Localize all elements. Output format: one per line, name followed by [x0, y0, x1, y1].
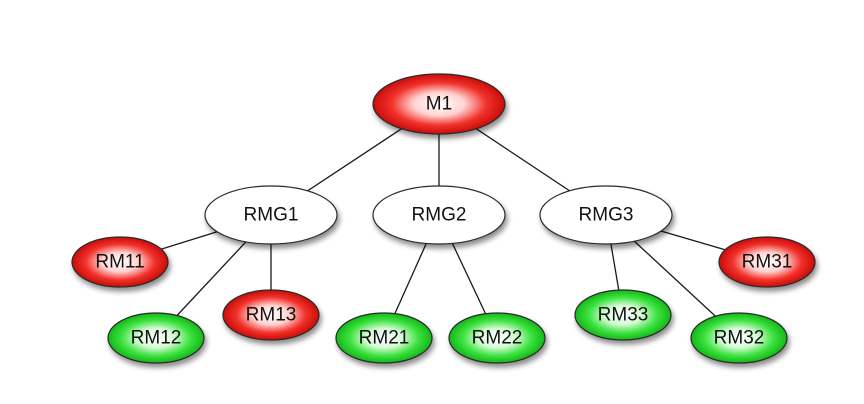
node-rm13: RM13	[222, 289, 320, 341]
node-rm13-label: RM13	[246, 305, 297, 326]
node-rm32: RM32	[690, 312, 788, 364]
node-rm11: RM11	[71, 236, 169, 288]
node-rmg3: RMG3	[539, 185, 673, 245]
node-rm11-label: RM11	[95, 252, 144, 273]
node-rm12: RM12	[107, 312, 205, 364]
node-rmg1-label: RMG1	[244, 205, 299, 226]
node-rm31-ellipse	[718, 236, 816, 288]
node-rm12-label: RM12	[131, 328, 182, 349]
node-rmg1: RMG1	[204, 185, 338, 245]
node-rm11-ellipse	[71, 236, 169, 288]
node-rm21: RM21	[335, 312, 433, 364]
node-m1-ellipse	[372, 73, 506, 135]
node-rm22: RM22	[448, 312, 546, 364]
node-rm32-label: RM32	[714, 328, 765, 349]
node-rmg3-ellipse	[539, 185, 673, 245]
node-rm33-label: RM33	[598, 305, 649, 326]
node-rm12-ellipse	[107, 312, 205, 364]
node-rm22-ellipse	[448, 312, 546, 364]
node-rmg2: RMG2	[372, 185, 506, 245]
node-rmg1-ellipse	[204, 185, 338, 245]
node-rm13-ellipse	[222, 289, 320, 341]
node-rm22-label: RM22	[472, 328, 523, 349]
node-m1-label: M1	[426, 94, 452, 115]
node-rmg3-label: RMG3	[579, 205, 634, 226]
node-rm31-label: RM31	[742, 252, 793, 273]
node-rm21-ellipse	[335, 312, 433, 364]
node-rm21-label: RM21	[359, 328, 410, 349]
node-rm31: RM31	[718, 236, 816, 288]
node-rm33: RM33	[574, 289, 672, 341]
node-m1: M1	[372, 73, 506, 135]
node-rm32-ellipse	[690, 312, 788, 364]
node-rmg2-label: RMG2	[412, 205, 467, 226]
node-rm33-ellipse	[574, 289, 672, 341]
node-rmg2-ellipse	[372, 185, 506, 245]
